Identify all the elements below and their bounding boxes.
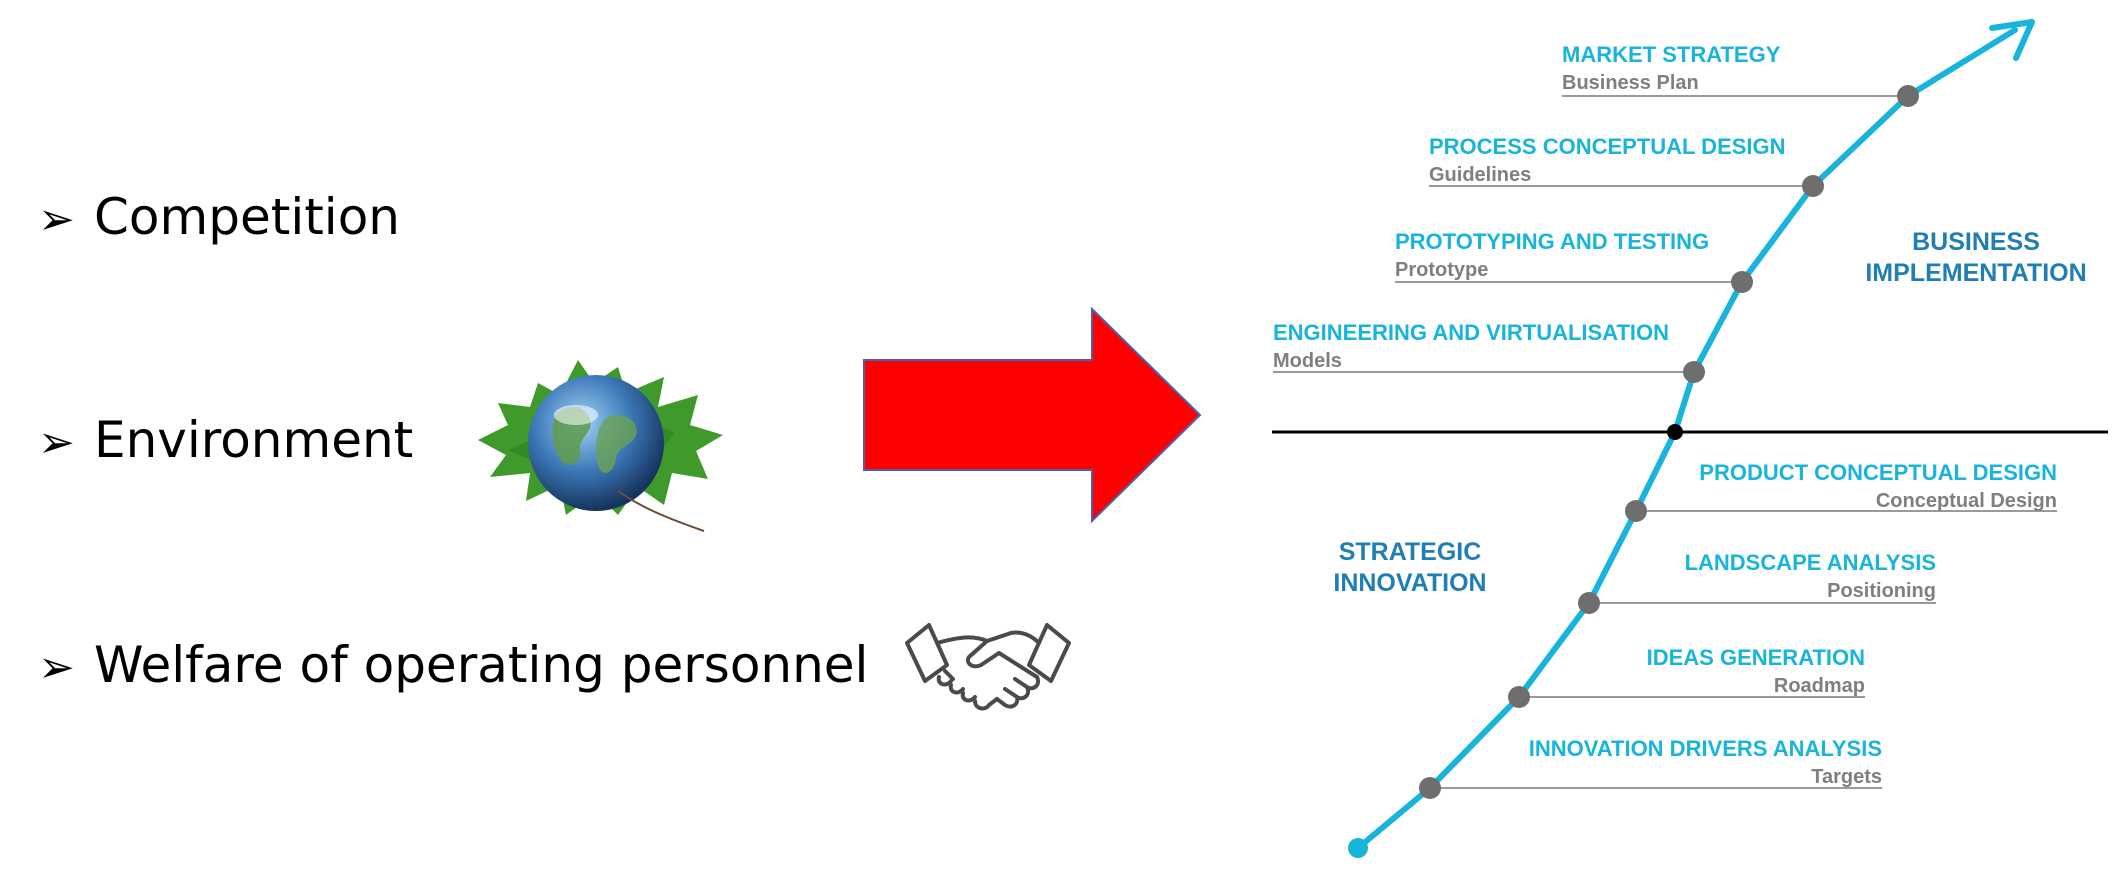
bullet-label: Competition [94,188,400,246]
stage-node [1508,686,1530,708]
stage-title: PROTOTYPING AND TESTING [1395,229,1709,254]
phase-label-strategic: STRATEGIC [1339,538,1482,566]
bullet-competition: ➢Competition [38,192,400,242]
bullet-marker: ➢ [38,642,75,693]
stage-subtitle: Business Plan [1562,72,1699,94]
stage-subtitle: Roadmap [1774,675,1865,697]
stage-title: LANDSCAPE ANALYSIS [1685,550,1936,575]
phase-label-implementation: IMPLEMENTATION [1865,259,2086,287]
handshake-icon [903,615,1073,721]
bullet-label: Environment [94,411,414,469]
stage-nodes [1419,85,1919,799]
right-arrow-icon [862,306,1202,524]
stage-subtitle: Models [1273,350,1342,372]
stage-node [1897,85,1919,107]
stage-subtitle: Prototype [1395,259,1488,281]
stage-subtitle: Guidelines [1429,164,1531,186]
stage-subtitle: Conceptual Design [1876,490,2057,512]
stage-node [1683,361,1705,383]
stage-subtitle: Targets [1811,766,1882,788]
stage-title: PRODUCT CONCEPTUAL DESIGN [1699,460,2057,485]
stage-node [1625,500,1647,522]
bullet-welfare: ➢Welfare of operating personnel [38,640,868,690]
stage-node [1578,592,1600,614]
stage-node [1731,271,1753,293]
bullet-label: Welfare of operating personnel [94,636,869,694]
bullet-marker: ➢ [38,194,75,245]
stage-node [1419,777,1441,799]
leaf-globe-icon [468,355,730,533]
stage-title: MARKET STRATEGY [1562,42,1781,67]
curve-start-node [1348,838,1368,858]
bullet-list: ➢Competition ➢Environment ➢Welfare of op… [38,192,868,690]
bullet-environment: ➢Environment [38,415,413,465]
phase-label-innovation: INNOVATION [1333,569,1486,597]
midpoint-node [1667,424,1683,440]
stage-node [1802,175,1824,197]
bullet-marker: ➢ [38,417,75,468]
phase-label-business: BUSINESS [1912,228,2040,256]
innovation-process-diagram: MARKET STRATEGY Business Plan PROCESS CO… [1272,19,2108,858]
curve-arrowhead-icon [1989,19,2035,61]
stage-title: ENGINEERING AND VIRTUALISATION [1273,320,1669,345]
stage-title: PROCESS CONCEPTUAL DESIGN [1429,134,1786,159]
stage-subtitle: Positioning [1827,580,1936,602]
stage-underlines [1273,95,2057,789]
stage-title: IDEAS GENERATION [1647,645,1865,670]
stage-title: INNOVATION DRIVERS ANALYSIS [1529,736,1882,761]
